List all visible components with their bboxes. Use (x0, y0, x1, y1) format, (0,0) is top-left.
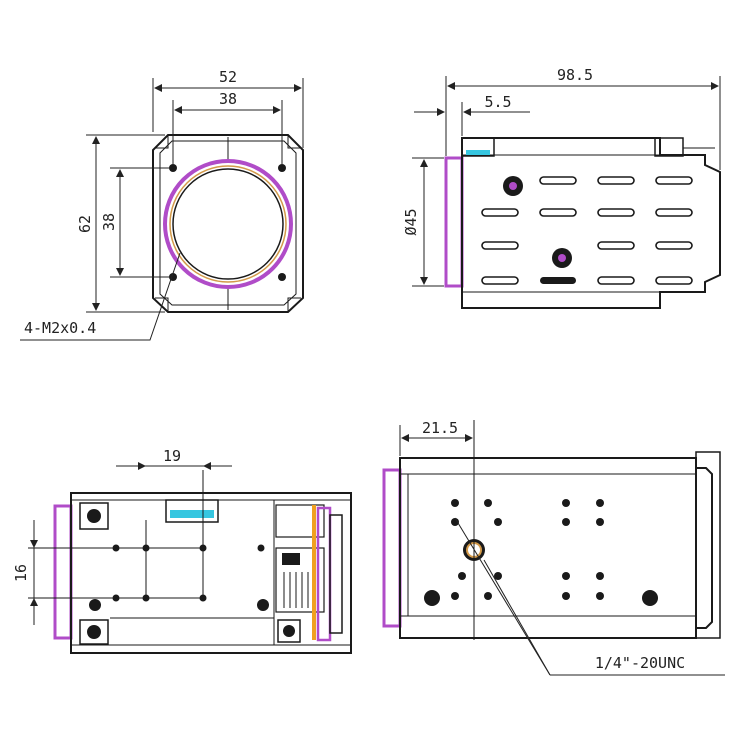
bottom-hole (494, 572, 502, 580)
front-view: 52 38 62 38 4-M2x0.4 (20, 68, 304, 341)
bottom-holes (424, 499, 658, 606)
dim-side-diameter: Ø45 (402, 208, 420, 235)
thread-note: 4-M2x0.4 (24, 319, 96, 337)
dim-front-height-inner: 38 (100, 213, 118, 231)
bottom-hole (458, 572, 466, 580)
bottom-hole (596, 572, 604, 580)
bottom-hole (596, 592, 604, 600)
side-slot (539, 176, 577, 185)
front-corner-tr (287, 135, 301, 149)
bottom-rear-plate (695, 451, 721, 639)
bottom-hole (451, 592, 459, 600)
bottom-hole (562, 518, 570, 526)
bottom-rear-cap (696, 467, 713, 629)
rear-mount-br-screw (283, 625, 295, 637)
rear-dot-grid (28, 470, 265, 602)
bottom-hole (562, 499, 570, 507)
m2-hole-tl (169, 164, 177, 172)
rear-mount-tl-screw (87, 509, 101, 523)
side-connector-left-highlight (466, 150, 490, 155)
rear-dot (257, 544, 265, 552)
rear-pcb-lower (275, 547, 325, 613)
front-corner-br (287, 297, 301, 312)
dim-front-height-outer: 62 (76, 215, 94, 233)
rear-pcb-upper (275, 504, 325, 538)
rear-mount-br (277, 619, 301, 643)
bottom-hole (596, 518, 604, 526)
side-screw-boss-bottom-center (558, 254, 566, 262)
bottom-hole (484, 592, 492, 600)
mount-leader-2 (483, 559, 551, 676)
side-slot (655, 176, 693, 185)
dim-front-width-inner: 38 (219, 90, 237, 108)
dim-bottom-offset: 21.5 (422, 419, 458, 437)
bottom-view-body (399, 457, 697, 639)
side-slot (597, 208, 635, 217)
side-view: 98.5 5.5 Ø45 (402, 66, 721, 309)
side-slot (655, 241, 693, 250)
m2-hole-tr (278, 164, 286, 172)
rear-hole-right (257, 599, 269, 611)
bottom-hole-large-left (424, 590, 440, 606)
front-corner-tl (155, 135, 169, 149)
side-slot (597, 241, 635, 250)
lens-outer-ring (163, 159, 293, 289)
side-slots (481, 176, 693, 285)
dim-front-width-outer: 52 (219, 68, 237, 86)
lens-inner-ring (172, 168, 284, 280)
rear-back-plate (329, 514, 343, 634)
side-slot (655, 276, 693, 285)
side-connector-left (461, 137, 495, 157)
bottom-hole-large-right (642, 590, 658, 606)
bottom-hole (562, 572, 570, 580)
rear-mount-tl (79, 502, 109, 530)
bottom-hole (596, 499, 604, 507)
side-slot (597, 276, 635, 285)
side-connector-right (654, 137, 684, 157)
side-slot (597, 176, 635, 185)
bottom-hole (562, 592, 570, 600)
dim-side-offset: 5.5 (484, 93, 511, 111)
bottom-hole (484, 499, 492, 507)
rear-pcb-traces (283, 572, 309, 608)
thread-leader (20, 252, 181, 341)
m2-hole-br (278, 273, 286, 281)
bottom-hole (451, 518, 459, 526)
rear-flex-edge (312, 505, 316, 640)
rear-view-body (70, 492, 352, 654)
dim-19-arrow-left (138, 462, 146, 470)
rear-lens-flange (53, 504, 73, 640)
dim-16-arrow-bottom (30, 598, 38, 606)
side-slot (481, 208, 519, 217)
dim-rear-spacing-x: 19 (163, 447, 181, 465)
side-slot-filled (540, 277, 576, 284)
dim-side-length: 98.5 (557, 66, 593, 84)
bottom-hole (451, 499, 459, 507)
side-slot (655, 208, 693, 217)
mount-leader-1 (454, 517, 551, 676)
side-lens-flange (444, 156, 464, 288)
rear-mount-bl-screw (87, 625, 101, 639)
side-slot (481, 241, 519, 250)
side-slot (539, 208, 577, 217)
rear-hole-left (89, 599, 101, 611)
front-corner-bl (155, 297, 169, 312)
mount-note: 1/4"-20UNC (595, 654, 685, 672)
rear-mount-bl (79, 619, 109, 645)
rear-connector-highlight (170, 510, 214, 518)
bottom-lens-flange (382, 468, 402, 628)
bottom-hole (494, 518, 502, 526)
rear-pcb-chip (282, 553, 300, 565)
side-screw-boss-top-center (509, 182, 517, 190)
dim-rear-spacing-y: 16 (12, 564, 30, 582)
dim-16-arrow-top (30, 540, 38, 548)
dim-19-arrow-right (203, 462, 211, 470)
side-slot (481, 276, 519, 285)
lens-middle-ring (169, 165, 287, 283)
bottom-view: 1/4"-20UNC 21.5 (382, 419, 725, 676)
rear-view: 19 16 (12, 447, 352, 654)
rear-connector (165, 499, 219, 523)
